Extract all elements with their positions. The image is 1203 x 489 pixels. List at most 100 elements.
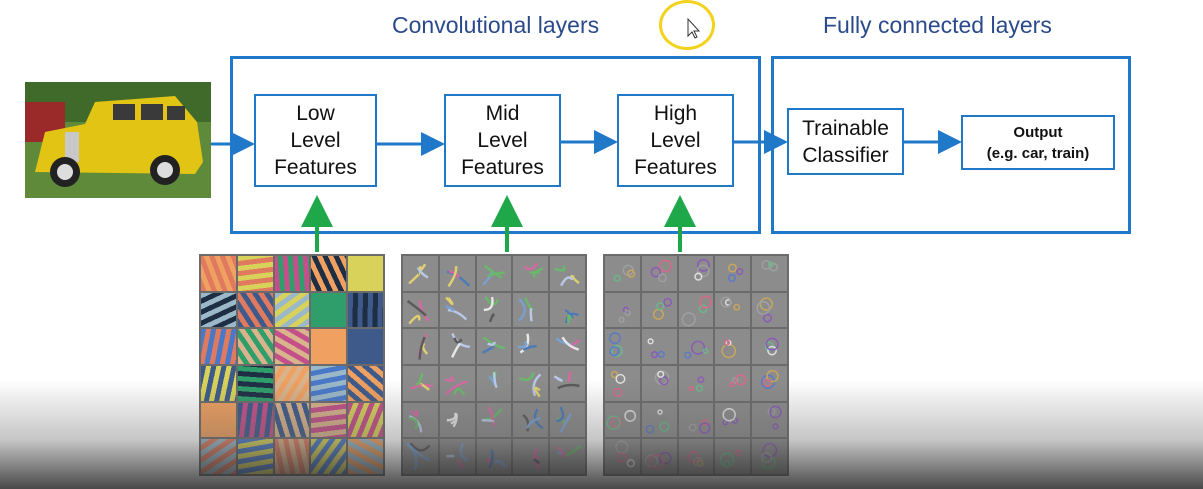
input-car-photo [25,82,211,198]
filter-tile [678,292,714,328]
filter-tile [348,329,383,364]
filter-tile [605,256,640,291]
filter-tile [237,439,273,474]
filter-tile [403,329,438,364]
filter-tile [715,439,751,474]
filter-tile [550,366,585,401]
filter-tile [715,256,751,291]
filter-tile [311,329,347,364]
filter-tile [476,439,512,474]
filter-tile [752,292,787,328]
filter-tile [476,366,512,401]
filter-tile [513,366,549,401]
filter-tile [752,402,787,438]
filter-tile [311,402,347,438]
filter-tile [513,439,549,474]
fc-layers-title: Fully connected layers [823,12,1052,38]
filter-tile [476,329,512,364]
filter-tile [201,256,236,291]
filter-tile [439,366,475,401]
filter-tile [348,292,383,328]
filter-tile [513,329,549,364]
filter-tile [605,329,640,364]
filter-tile [348,366,383,401]
filter-tile [348,402,383,438]
filter-tile [403,256,438,291]
filter-tile [605,292,640,328]
filter-tile [237,402,273,438]
filter-tile [641,256,677,291]
trainable-classifier-node: Trainable Classifier [787,108,904,175]
filter-tile [641,402,677,438]
filter-tile [476,256,512,291]
low-level-features-node: Low Level Features [254,94,377,187]
filter-tile [513,292,549,328]
filter-tile [715,292,751,328]
filter-tile [605,439,640,474]
filter-tile [641,329,677,364]
cursor-highlight [659,0,715,50]
filter-tile [201,439,236,474]
high-level-features-node: High Level Features [617,94,734,187]
filter-tile [715,402,751,438]
mid-level-features-node: Mid Level Features [444,94,561,187]
filter-tile [201,329,236,364]
conv-layers-title: Convolutional layers [392,12,600,38]
high-level-filters-image [603,254,789,476]
filter-tile [403,366,438,401]
output-node: Output (e.g. car, train) [961,115,1115,170]
filter-tile [641,366,677,401]
filter-tile [274,256,310,291]
filter-tile [641,292,677,328]
filter-tile [274,366,310,401]
filter-tile [311,292,347,328]
filter-tile [513,402,549,438]
filter-tile [403,439,438,474]
filter-tile [348,439,383,474]
filter-tile [201,402,236,438]
filter-tile [550,402,585,438]
filter-tile [439,329,475,364]
filter-tile [678,329,714,364]
filter-tile [715,329,751,364]
filter-tile [237,292,273,328]
filter-tile [752,366,787,401]
filter-tile [752,439,787,474]
filter-tile [311,366,347,401]
filter-tile [439,439,475,474]
low-level-filters-image [199,254,385,476]
filter-tile [513,256,549,291]
filter-tile [201,366,236,401]
filter-tile [311,439,347,474]
filter-tile [752,329,787,364]
filter-tile [274,329,310,364]
filter-tile [311,256,347,291]
filter-tile [274,292,310,328]
filter-tile [274,402,310,438]
filter-tile [274,439,310,474]
filter-tile [439,256,475,291]
filter-tile [678,402,714,438]
filter-tile [237,366,273,401]
filter-tile [715,366,751,401]
filter-tile [476,292,512,328]
filter-tile [550,329,585,364]
filter-tile [476,402,512,438]
filter-tile [237,256,273,291]
filter-tile [348,256,383,291]
filter-tile [439,292,475,328]
filter-tile [678,366,714,401]
filter-tile [403,292,438,328]
filter-tile [605,366,640,401]
filter-tile [439,402,475,438]
filter-tile [201,292,236,328]
filter-tile [550,439,585,474]
filter-tile [641,439,677,474]
filter-tile [678,439,714,474]
filter-tile [678,256,714,291]
filter-tile [752,256,787,291]
filter-tile [550,292,585,328]
filter-tile [550,256,585,291]
filter-tile [403,402,438,438]
